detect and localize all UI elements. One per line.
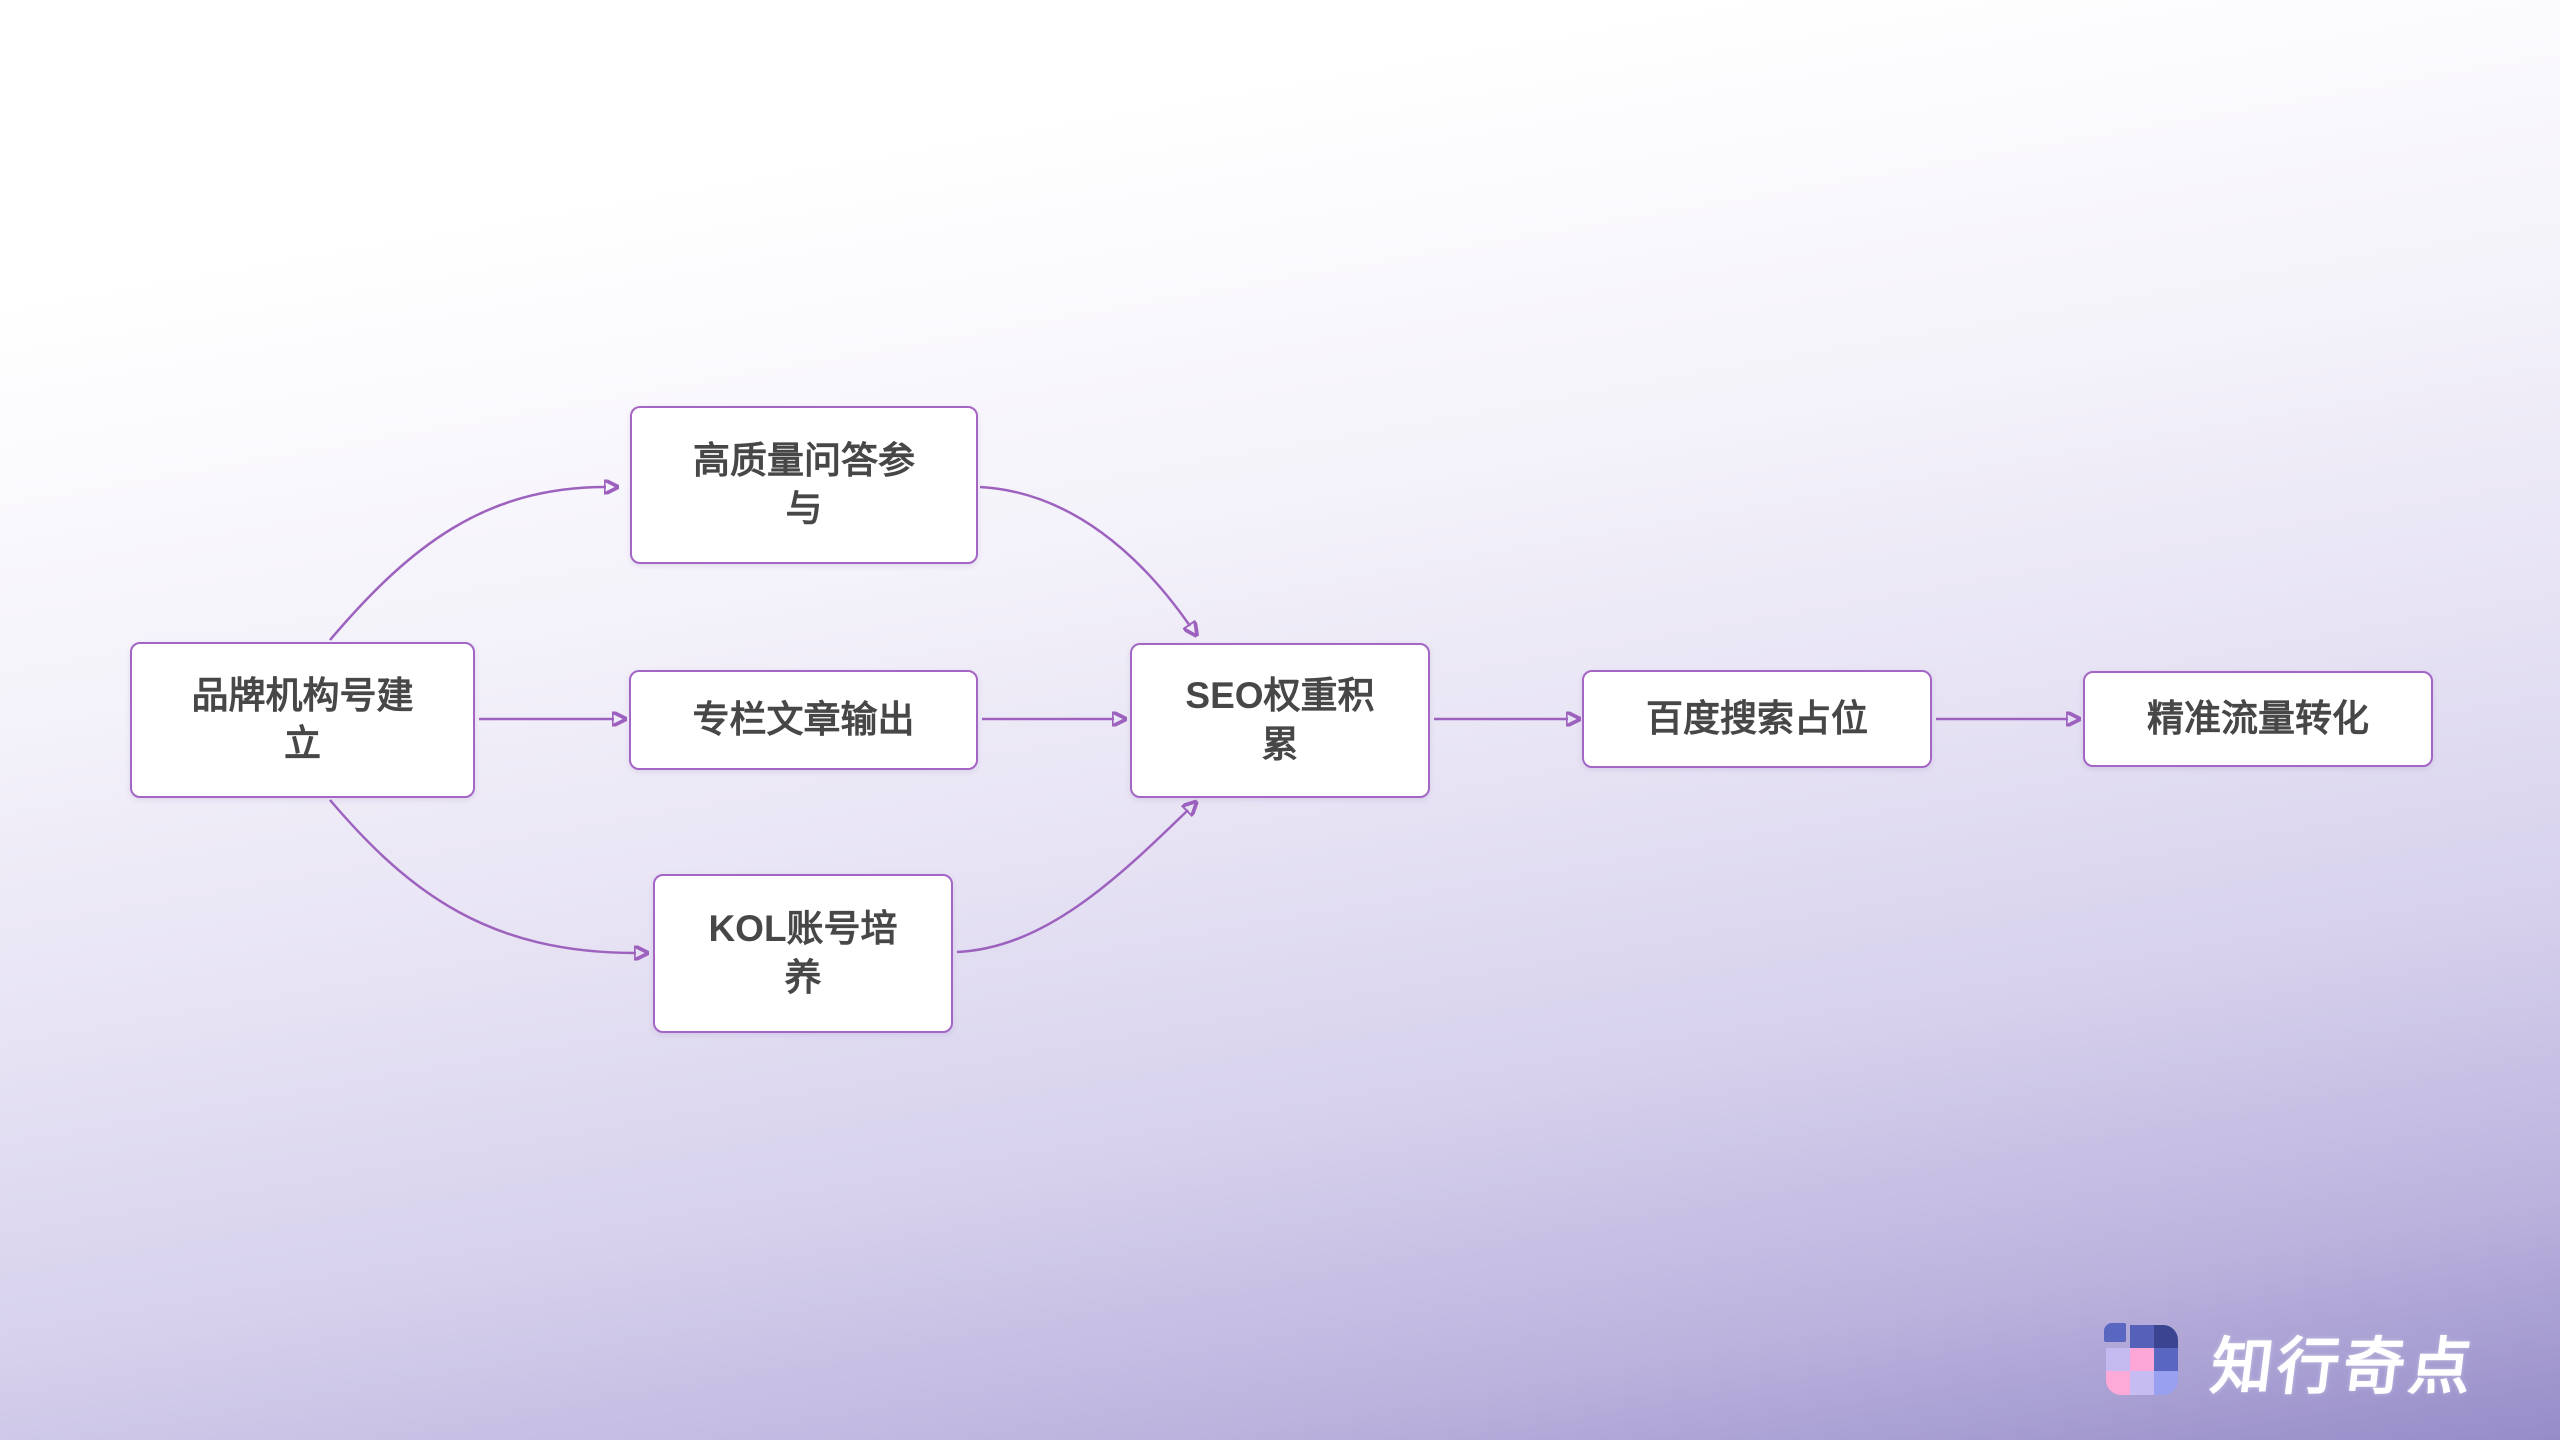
logo-cell [2130, 1325, 2154, 1348]
flow-node-baidu-search-ranking: 百度搜索占位 [1582, 670, 1932, 768]
flow-node-kol-account-cultivation: KOL账号培 养 [653, 874, 953, 1033]
brand-logo-text: 知行奇点 [2206, 1333, 2480, 1402]
edge-kol-to-seo [956, 810, 1188, 954]
logo-cell [2106, 1348, 2130, 1371]
node-label: 精准流量转化 [2147, 697, 2369, 739]
flow-node-quality-qa-participation: 高质量问答参 与 [630, 406, 978, 564]
edge-brand-to-kol [329, 799, 636, 953]
node-label: 百度搜索占位 [1646, 697, 1868, 739]
brand-logo: 知行奇点 [2104, 1316, 2479, 1406]
node-label: KOL账号培 养 [708, 908, 898, 998]
node-label: SEO权重积 累 [1185, 675, 1375, 765]
logo-cell [2154, 1325, 2178, 1348]
node-label: 专栏文章输出 [692, 698, 915, 740]
logo-cell [2154, 1348, 2178, 1371]
flow-node-precise-traffic-conversion: 精准流量转化 [2083, 671, 2433, 767]
flow-node-column-article-output: 专栏文章输出 [629, 670, 978, 770]
logo-mosaic-icon [2104, 1322, 2180, 1400]
logo-cell [2104, 1323, 2126, 1342]
logo-cell [2130, 1348, 2154, 1371]
flow-node-seo-weight-accumulation: SEO权重积 累 [1130, 643, 1430, 798]
edge-qa-to-seo [979, 485, 1190, 626]
logo-cell [2106, 1371, 2130, 1395]
node-label: 高质量问答参 与 [693, 439, 915, 529]
edge-brand-to-qa [329, 487, 606, 641]
node-label: 品牌机构号建 立 [191, 674, 414, 764]
logo-cell [2130, 1371, 2154, 1395]
flow-node-brand-account-setup: 品牌机构号建 立 [130, 642, 475, 798]
logo-cell [2154, 1371, 2178, 1395]
